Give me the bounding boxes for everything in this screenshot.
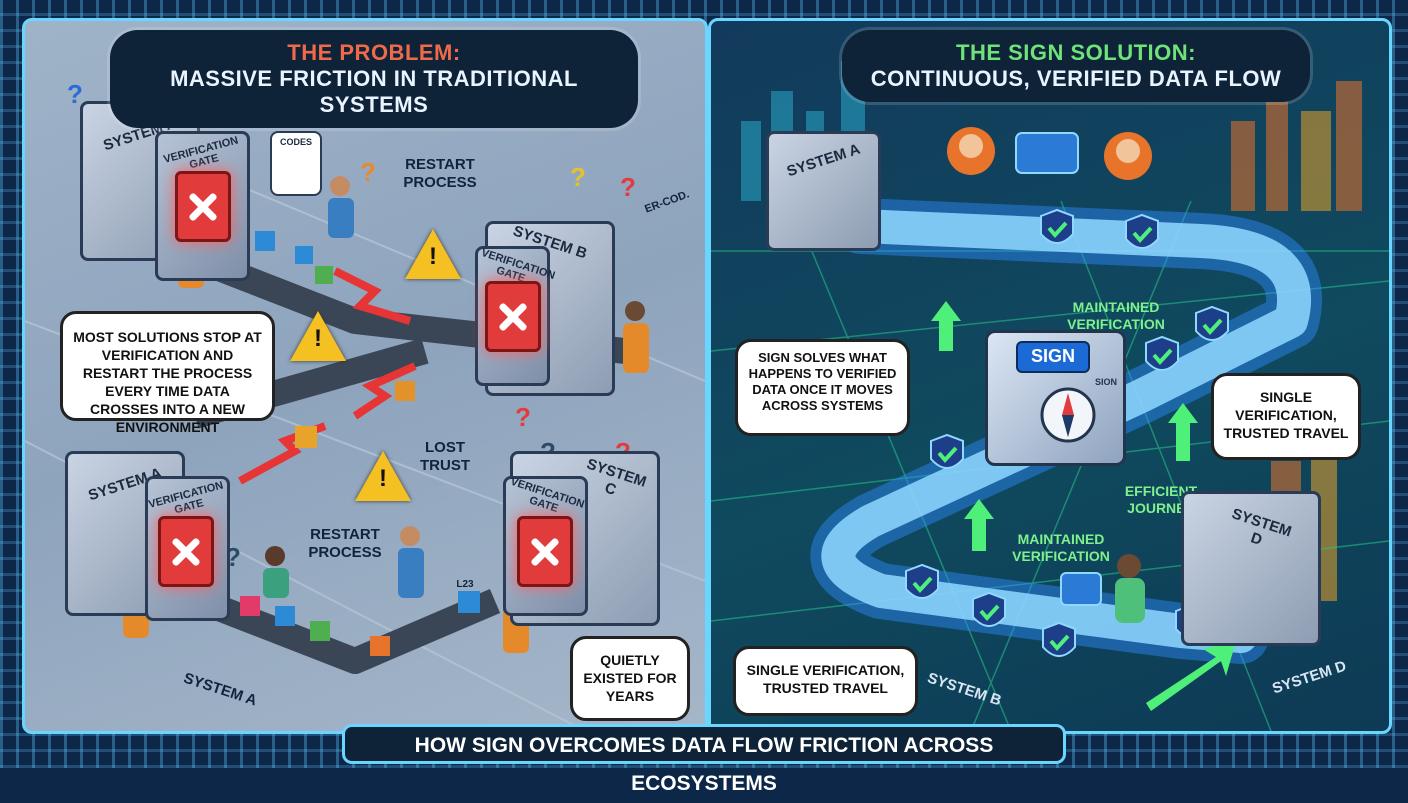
solution-title: THE SIGN SOLUTION: CONTINUOUS, VERIFIED …	[842, 30, 1310, 102]
touch-screen-icon	[1016, 133, 1078, 173]
infographic: ?? ?? ?? ?? SYSTEM A VERIFICATION GATE C…	[0, 0, 1408, 768]
svg-text:?: ?	[515, 402, 531, 432]
system-d-box-label: SYSTEM D	[1220, 504, 1297, 558]
l23-label: L23	[445, 576, 485, 594]
solution-title-subheading: CONTINUOUS, VERIFIED DATA FLOW	[866, 66, 1286, 92]
svg-text:?: ?	[570, 162, 586, 192]
rejection-x-icon	[485, 281, 541, 352]
sign-small-label: SION	[1095, 377, 1117, 387]
system-a-label: SYSTEM A	[769, 136, 878, 186]
restart-process-top-label: RESTART PROCESS	[385, 156, 495, 192]
restart-process-bottom-label: RESTART PROCESS	[290, 526, 400, 562]
single-verification-top-bubble: SINGLE VERIFICATION, TRUSTED TRAVEL	[1211, 373, 1361, 460]
warning-icon: !	[405, 229, 461, 279]
problem-title: THE PROBLEM: MASSIVE FRICTION IN TRADITI…	[110, 30, 638, 128]
system-a-box: SYSTEM A	[766, 131, 881, 251]
svg-text:?: ?	[360, 157, 376, 187]
sign-hub-label: SIGN	[1016, 341, 1090, 373]
problem-title-heading: THE PROBLEM:	[134, 40, 614, 66]
maintained-verification-top-label: MAINTAINED VERIFICATION	[1051, 299, 1181, 333]
maintained-verification-bottom-label: MAINTAINED VERIFICATION	[996, 531, 1126, 565]
compass-icon	[1038, 385, 1098, 445]
codes-note-label: CODES	[272, 137, 320, 147]
sign-hub-cube: SIGN SION	[985, 330, 1126, 466]
codes-note: CODES	[270, 131, 322, 196]
sign-solves-bubble: SIGN SOLVES WHAT HAPPENS TO VERIFIED DAT…	[735, 339, 910, 436]
system-c-label: SYSTEM C	[579, 456, 647, 507]
problem-speech-bubble: MOST SOLUTIONS STOP AT VERIFICATION AND …	[60, 311, 275, 421]
quietly-existed-bubble: QUIETLY EXISTED FOR YEARS	[570, 636, 690, 721]
observer-figure	[263, 546, 289, 598]
svg-text:?: ?	[620, 172, 636, 202]
rejection-x-icon	[517, 516, 573, 587]
warning-icon: !	[355, 451, 411, 501]
system-d-box: SYSTEM D	[1181, 491, 1321, 646]
touch-screen-icon	[1061, 573, 1101, 605]
solution-title-heading: THE SIGN SOLUTION:	[866, 40, 1286, 66]
lost-trust-label: LOST TRUST	[410, 439, 480, 475]
problem-title-subheading: MASSIVE FRICTION IN TRADITIONAL SYSTEMS	[134, 66, 614, 118]
rejection-x-icon	[175, 171, 231, 242]
footer-banner: HOW SIGN OVERCOMES DATA FLOW FRICTION AC…	[342, 724, 1066, 764]
single-verification-bottom-bubble: SINGLE VERIFICATION, TRUSTED TRAVEL	[733, 646, 918, 716]
rejection-x-icon	[158, 516, 214, 587]
warning-icon: !	[290, 311, 346, 361]
